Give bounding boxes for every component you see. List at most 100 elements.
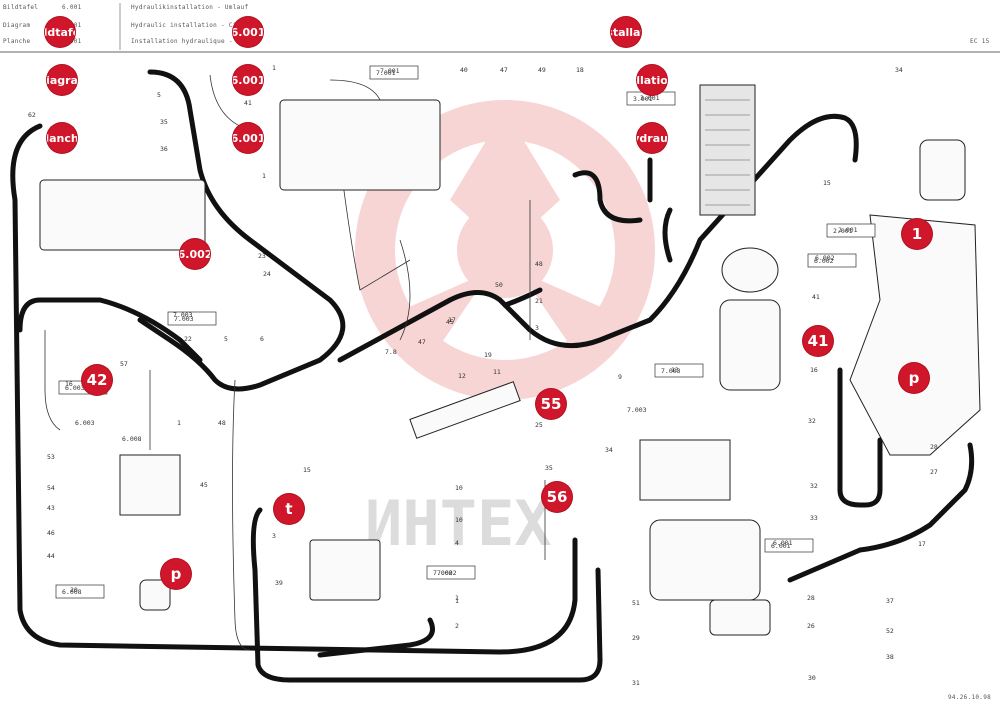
part-number-label: 19	[484, 351, 492, 359]
part-number-label: 1	[272, 64, 276, 72]
callout-badge: iagra	[47, 65, 77, 95]
part-number-label: 7.002	[437, 569, 457, 577]
header-label-1: Diagram	[3, 22, 31, 29]
ref-box-label: 7.003	[661, 367, 681, 375]
rotary-joint	[719, 299, 781, 391]
part-number-label: 11	[493, 368, 501, 376]
hose-top-left-loop	[10, 123, 578, 655]
ref-box: 6.002	[807, 253, 857, 268]
part-number-label: 15	[303, 466, 311, 474]
part-number-label: 41	[812, 293, 820, 301]
part-number-label: 48	[535, 260, 543, 268]
distributor-block	[119, 454, 181, 516]
part-number-label: 30	[808, 674, 816, 682]
part-number-label: 17	[918, 540, 926, 548]
callout-badge: 41	[803, 326, 833, 356]
tank-filter	[919, 139, 966, 201]
part-number-label: 3	[535, 324, 539, 332]
header-code-0: 6.001	[62, 4, 82, 11]
part-number-label: 25	[535, 421, 543, 429]
header-title-1: Hydraulic installation - Circ	[131, 22, 245, 29]
pump-coupling	[709, 599, 771, 636]
part-number-label: 33	[810, 514, 818, 522]
callout-badge: p	[899, 363, 929, 393]
rotary-joint-top	[721, 247, 779, 293]
part-number-label: 5	[224, 335, 228, 343]
part-number-label: 10	[455, 516, 463, 524]
part-number-label: 46	[47, 529, 55, 537]
part-number-label: 49	[538, 66, 546, 74]
footer-stamp: 94.26.10.98	[948, 694, 992, 701]
ref-box: 6.001	[764, 538, 814, 553]
hose-radiator	[647, 157, 673, 263]
part-number-label: 10	[455, 484, 463, 492]
ref-box: 7.003	[167, 311, 217, 326]
ref-box-label: 6.003	[65, 384, 85, 392]
part-number-label: 18	[576, 66, 584, 74]
callout-badge: t	[274, 494, 304, 524]
part-number-label: 1	[177, 419, 181, 427]
header-label-2: Planche	[3, 38, 31, 45]
control-valve-small	[309, 539, 381, 601]
part-number-label: 32	[810, 482, 818, 490]
part-number-label: 51	[632, 599, 640, 607]
callout-badge: 56	[542, 482, 572, 512]
hose-right-return	[837, 367, 883, 508]
callout-badge: 55	[536, 389, 566, 419]
part-number-label: 22	[184, 335, 192, 343]
part-number-label: 1	[262, 172, 266, 180]
header-code-2: 6.001	[62, 38, 82, 45]
watermark-text: ИНТЕХ	[365, 487, 552, 560]
part-number-label: 5	[157, 91, 161, 99]
part-number-label: 41	[244, 99, 252, 107]
part-number-label: 48	[218, 419, 226, 427]
part-number-label: 35	[160, 118, 168, 126]
part-number-label: 50	[495, 281, 503, 289]
part-number-label: 53	[47, 453, 55, 461]
part-number-label: 57	[120, 360, 128, 368]
hose-left-upper	[137, 69, 346, 392]
pump-manifold	[639, 439, 731, 501]
header-label-0: Bildtafel	[3, 4, 39, 11]
part-number-label: 7.8	[385, 348, 397, 356]
ref-box-label: 7.003	[174, 315, 194, 323]
part-number-label: 13	[671, 366, 679, 374]
part-number-label: 28	[807, 594, 815, 602]
ref-box-label: 2.001	[833, 227, 853, 235]
part-number-label: 16	[65, 380, 73, 388]
ref-box-label: 3.001	[633, 95, 653, 103]
radiator-grid	[705, 99, 750, 206]
callout-badge: ydraul	[637, 123, 667, 153]
part-number-label: 3	[272, 532, 276, 540]
part-number-label: 15	[823, 179, 831, 187]
ref-box-label: 6.002	[814, 257, 834, 265]
part-number-label: 37	[886, 597, 894, 605]
hoses	[10, 69, 975, 683]
part-number-label: 7.003	[627, 406, 647, 414]
part-number-label: 32	[808, 417, 816, 425]
part-number-label: 39	[275, 579, 283, 587]
callout-badge: 6.001	[233, 123, 263, 153]
hose-valve-bottom	[317, 617, 435, 658]
part-number-label: 36	[160, 145, 168, 153]
part-number-label: 6.002	[815, 254, 835, 262]
hose-tank-feed	[572, 170, 643, 224]
part-number-label: 17	[448, 316, 456, 324]
hose-center-cross	[337, 113, 859, 363]
part-number-label: 29	[632, 634, 640, 642]
part-number-label: 7.001	[380, 67, 400, 75]
ref-boxes: 7.0013.0012.0016.0027.0037.0036.0036.008…	[55, 65, 876, 599]
part-number-label: 12	[458, 372, 466, 380]
part-number-label: 6.003	[75, 419, 95, 427]
control-valve-top	[279, 99, 441, 191]
part-number-label: 45	[200, 481, 208, 489]
callout-badge: p	[161, 559, 191, 589]
part-number-label: 34	[605, 446, 613, 454]
part-number-label: 3.001	[640, 94, 660, 102]
part-number-label: 4	[455, 539, 459, 547]
callout-badge: 6.002	[180, 239, 210, 269]
part-number-label: 28	[930, 443, 938, 451]
hydraulic-tank	[849, 214, 981, 456]
part-number-label: 27	[930, 468, 938, 476]
